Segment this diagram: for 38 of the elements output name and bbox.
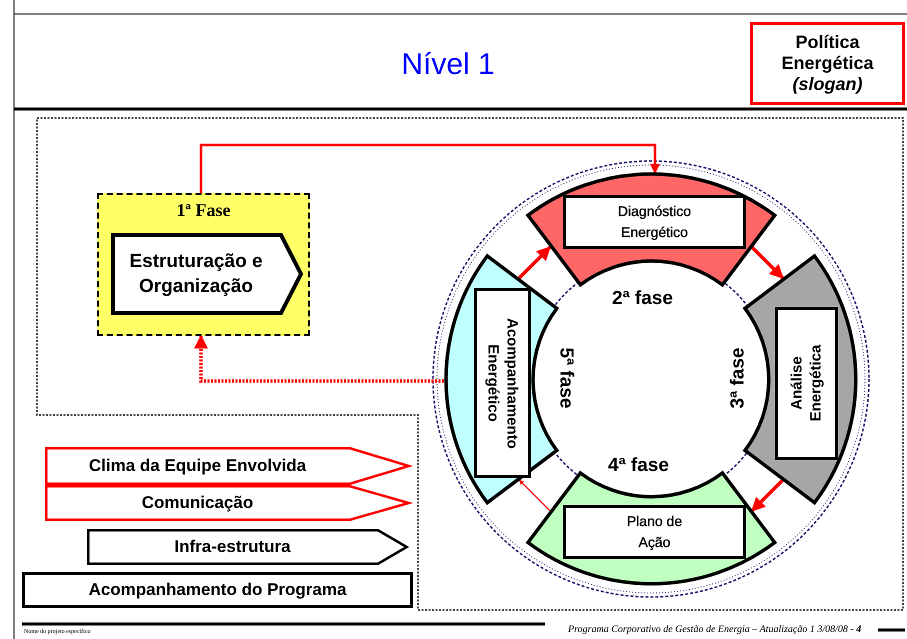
page-title: Nível 1 xyxy=(400,48,496,82)
footer-text: Programa Corporativo de Gestão de Energia – Atualização 1 3/08/08 - 4 xyxy=(568,624,862,635)
arrow xyxy=(200,144,660,193)
phase-label: 2ª fase xyxy=(612,288,673,310)
program-box xyxy=(22,572,413,608)
arrow-banner xyxy=(45,447,410,485)
phase-name: Estruturação e Organização xyxy=(128,250,264,299)
phase-name: Análise Energética xyxy=(787,344,826,424)
chevron-arrow-box xyxy=(111,233,303,315)
phase-group-box xyxy=(97,193,310,336)
ring-sector xyxy=(526,471,776,586)
banner-text: Infra-estrutura xyxy=(174,537,291,557)
arrow xyxy=(518,480,550,512)
phase-label: 4ª fase xyxy=(608,455,669,477)
arrow xyxy=(750,246,784,280)
phase-name: Plano de Ação xyxy=(626,512,684,552)
arrow xyxy=(194,334,444,383)
phase-box xyxy=(562,195,746,249)
phase-label: 5ª fase xyxy=(554,348,576,408)
phase-box xyxy=(474,288,531,478)
banner-text: Comunicação xyxy=(142,493,254,513)
arrow xyxy=(750,478,784,512)
phase-heading: 1ª Fase xyxy=(176,200,230,221)
slogan-text: (slogan) xyxy=(792,74,862,95)
phase-name: Acompanhamento Energético xyxy=(484,318,522,448)
banner-text: Clima da Equipe Envolvida xyxy=(88,456,306,476)
ring-sector xyxy=(444,254,559,504)
policy-title: Política Energética xyxy=(780,32,875,74)
phase-name: Diagnóstico Energético xyxy=(616,202,692,242)
slogan-box xyxy=(750,22,905,105)
phase-box xyxy=(774,306,838,460)
ring-sector xyxy=(526,172,776,287)
phase-label: 3ª fase xyxy=(727,348,750,408)
arrow xyxy=(518,246,552,280)
phase-box xyxy=(562,504,746,559)
banner-text: Acompanhamento do Programa xyxy=(88,580,346,600)
ring-sector xyxy=(743,254,858,504)
arrow-banner xyxy=(87,529,408,565)
